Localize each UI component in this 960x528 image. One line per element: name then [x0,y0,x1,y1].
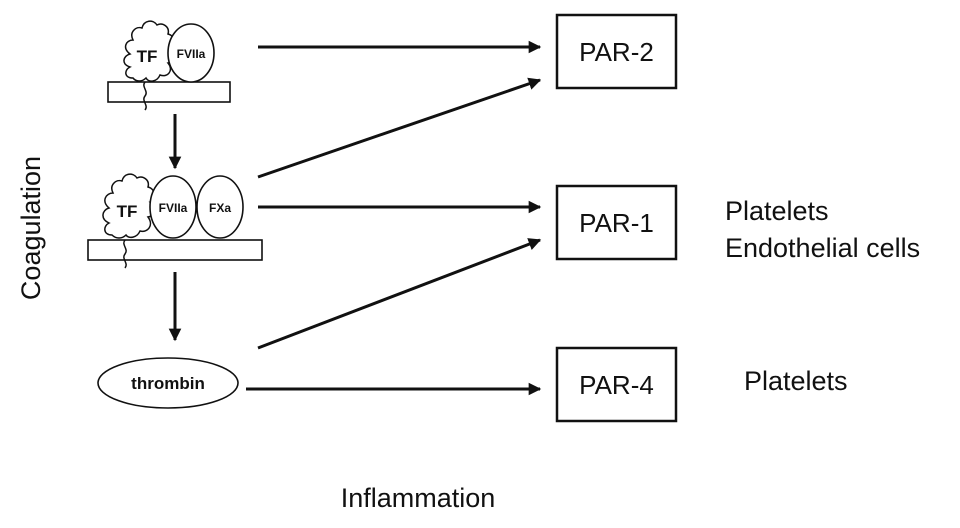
par1-label: PAR-1 [579,208,654,238]
coagulation-axis-label: Coagulation [16,156,46,300]
fviia-label: FVIIa [177,47,206,61]
par4-box [555,346,678,423]
par1-receptor: PAR-1 [555,184,678,261]
tf-cloud [123,20,176,82]
fxa-label: FXa [209,201,231,215]
par2-box [555,13,678,90]
fviia-ellipse [167,23,215,83]
tf-fviia-fxa-complex: TF FVIIa FXa [87,173,263,269]
par2-label: PAR-2 [579,37,654,67]
inflammation-axis-label: Inflammation [341,483,496,513]
par1-target-platelets: Platelets [725,196,829,226]
par4-target-platelets: Platelets [744,366,848,396]
arrow-thrombin-to-par1 [257,238,542,350]
par1-target-endothelial-cells: Endothelial cells [725,233,920,263]
tf-stem [143,81,147,111]
tf-label: TF [137,47,158,66]
fviia-label: FVIIa [159,201,188,215]
par1-box [555,184,678,261]
thrombin-ellipse [97,357,239,409]
fxa-ellipse [196,175,244,239]
membrane-bar [107,81,231,103]
arrow-tf-fviia-fxa-to-par2 [257,77,542,179]
tf-cloud [102,173,156,239]
thrombin-node: thrombin [97,357,239,409]
tf-label: TF [117,202,138,221]
par2-receptor: PAR-2 [555,13,678,90]
fviia-ellipse [149,175,197,239]
par4-label: PAR-4 [579,370,654,400]
thrombin-label: thrombin [131,374,205,393]
membrane-bar [87,239,263,261]
tf-fviia-complex: TF FVIIa [107,20,231,111]
par4-receptor: PAR-4 [555,346,678,423]
tf-stem [123,239,127,269]
